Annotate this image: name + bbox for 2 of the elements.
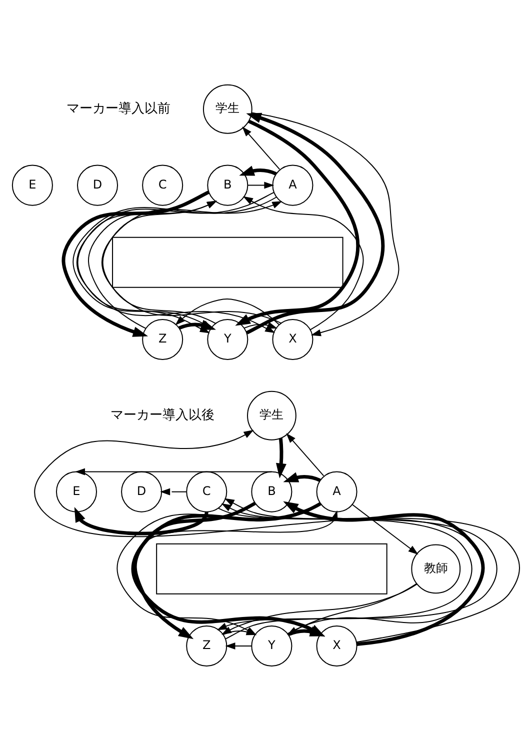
label: マーカー導入以前 — [66, 102, 171, 117]
label: マーカー導入以後 — [110, 408, 215, 424]
